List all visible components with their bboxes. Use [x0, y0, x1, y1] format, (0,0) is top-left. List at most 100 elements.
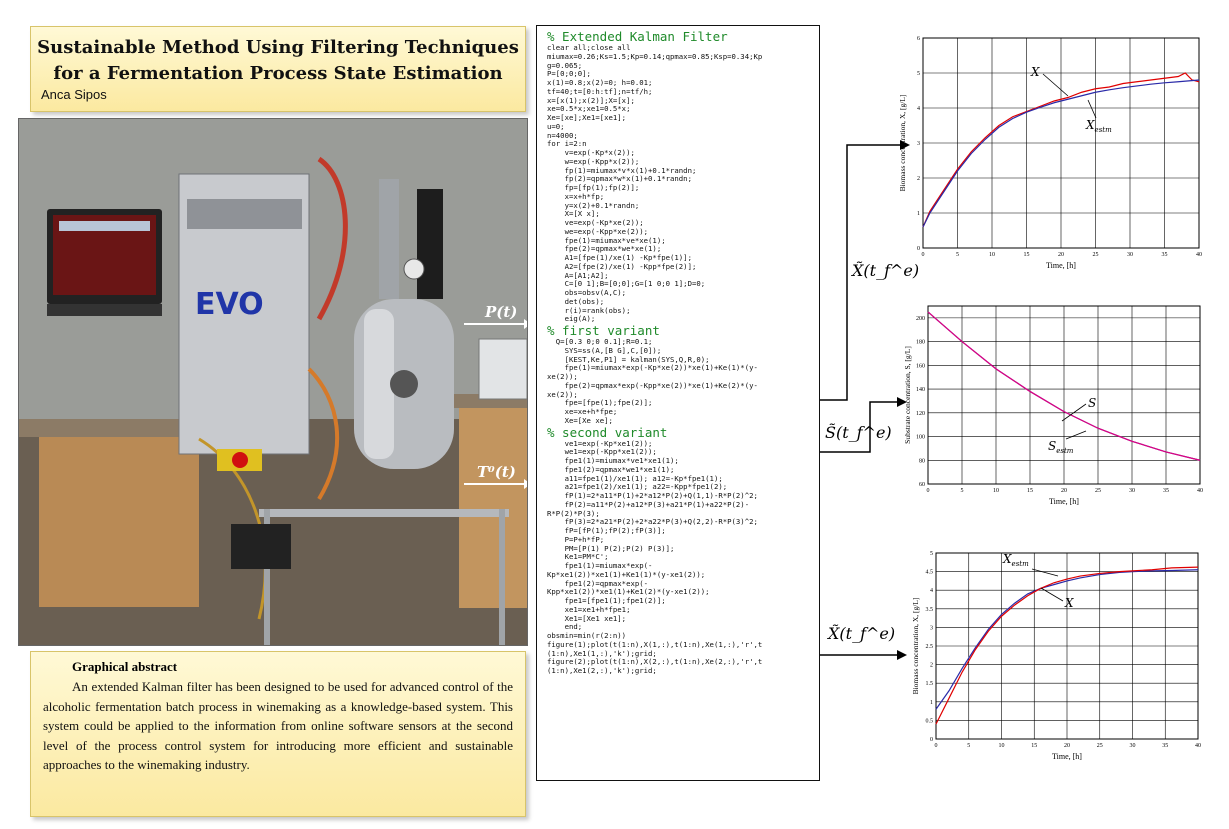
annotation-pointer: [1087, 99, 1097, 119]
series-line-sestm: [927, 311, 1201, 461]
x-tick-label: 20: [1058, 252, 1064, 258]
code-line: fpe(2)=qpmax*we*xe(1);: [547, 244, 662, 254]
x-axis-label: Time, [h]: [1049, 497, 1079, 506]
x-tick-label: 35: [1162, 252, 1168, 258]
y-tick-label: 5: [930, 551, 933, 557]
code-line: figure(1);plot(t(1:n),X(1,:),t(1:n),Xe(1…: [547, 639, 763, 649]
x-tick-label: 25: [1097, 743, 1103, 749]
x-tick-label: 0: [927, 488, 930, 494]
y-tick-label: 3: [917, 141, 920, 147]
code-line: for i=2:n: [547, 139, 587, 149]
y-tick-label: 4.5: [926, 570, 934, 576]
code-line: fP(1)=2*a11*P(1)+2*a12*P(2)+Q(1,1)-R*P(2…: [547, 491, 758, 500]
y-tick-label: 4: [917, 106, 920, 112]
x-tick-label: 25: [1095, 488, 1101, 494]
y-tick-label: 1: [930, 700, 933, 706]
y-tick-label: 0: [930, 737, 933, 743]
arrow-label-s-estimate: S̃(t_f^e): [825, 423, 892, 442]
x-tick-label: 5: [967, 743, 970, 749]
y-tick-label: 2: [917, 176, 920, 182]
code-line: SYS=ss(A,[B G],C,[0]);: [547, 345, 662, 355]
code-line: fpe1(1)=miumax*ve1*xe1(1);: [547, 456, 679, 465]
x-tick-label: 30: [1129, 488, 1135, 494]
pressure-label: P(t): [484, 303, 517, 321]
code-line: u=0;: [547, 121, 565, 131]
code-line: (1:n),Xe1(2,:),'k');grid;: [547, 666, 657, 675]
series-line-x: [922, 72, 1200, 228]
series-annotation: X: [1030, 65, 1040, 79]
code-line: fpe1(2)=qpmax*we1*xe1(1);: [547, 464, 675, 474]
temperature-label: T⁰(t): [477, 463, 516, 481]
y-tick-label: 160: [916, 363, 925, 369]
abstract-box: Graphical abstract An extended Kalman fi…: [30, 651, 526, 817]
code-line: A=[A1;A2];: [547, 270, 609, 280]
code-line: Kp*xe1(2))*xe1(1)+Ke1(1)*(y-xe1(2));: [547, 569, 706, 579]
code-line: Xe1=[Xe1 xe1];: [547, 613, 627, 623]
arrow-label-x-estimate-2: X̃(t_f^e): [828, 624, 896, 643]
y-tick-label: 60: [919, 482, 925, 488]
x-tick-label: 25: [1093, 252, 1099, 258]
code-line: det(obs);: [547, 296, 605, 306]
y-axis-label: Biomass concentration, X, [g/L]: [911, 598, 920, 695]
code-line: fP(3)=2*a21*P(2)+2*a22*P(3)+Q(2,2)-R*P(3…: [547, 517, 758, 527]
x-tick-label: 0: [922, 252, 925, 258]
code-line: fpe=[fpe(1);fpe(2)];: [547, 398, 653, 408]
x-tick-label: 30: [1130, 743, 1136, 749]
code-line: xe(2));: [547, 389, 578, 399]
y-tick-label: 0: [917, 246, 920, 252]
code-line: miumax=0.26;Ks=1.5;Kp=0.14;qpmax=0.85;Ks…: [547, 51, 763, 61]
annotation-pointer: [1042, 73, 1069, 97]
series-annotation: X: [1064, 596, 1074, 610]
code-line: Xe=[Xe xe];: [547, 415, 613, 425]
matlab-code-listing: % Extended Kalman Filter clear all;close…: [536, 25, 820, 781]
x-tick-label: 35: [1162, 743, 1168, 749]
y-tick-label: 3: [930, 625, 933, 631]
x-tick-label: 5: [961, 488, 964, 494]
annotation-pointer: [1031, 568, 1059, 577]
y-tick-label: 4: [930, 588, 933, 594]
title-box: Sustainable Method Using Filtering Techn…: [30, 26, 526, 112]
code-line: we1=exp(-Kpp*xe1(2));: [547, 447, 657, 457]
y-tick-label: 6: [917, 36, 920, 42]
code-line: ve=exp(-Kp*xe(2));: [547, 218, 644, 227]
x-tick-label: 0: [935, 743, 938, 749]
code-line: n=4000;: [547, 130, 578, 140]
x-tick-label: 10: [989, 252, 995, 258]
code-line: Kpp*xe1(2))*xe1(1)+Ke1(2)*(y-xe1(2));: [547, 587, 710, 597]
x-tick-label: 40: [1197, 488, 1203, 494]
series-line-xestm: [922, 79, 1200, 228]
code-section-ekf: % Extended Kalman Filter: [547, 29, 728, 44]
code-line: a21=fpe1(2)/xe1(1); a22=-Kpp*fpe1(2);: [547, 482, 728, 492]
code-line: fp=[fp(1);fp(2)];: [547, 183, 640, 192]
series-line-x: [935, 569, 1199, 710]
annotation-pointer: [1040, 587, 1064, 602]
y-axis-label: Biomass concentration, X, [g/L]: [898, 95, 907, 192]
evo-label: EVO: [195, 287, 264, 322]
series-annotation: S: [1088, 396, 1096, 410]
code-line: g=0.065;: [547, 60, 583, 70]
code-line: a11=fpe1(1)/xe1(1); a12=-Kp*fpe1(1);: [547, 473, 723, 483]
y-tick-label: 2: [930, 663, 933, 669]
code-line: tf=40;t=[0:h:tf];n=tf/h;: [547, 86, 653, 96]
arrow-label-x-estimate: X̃(t_f^e): [852, 261, 920, 280]
code-line: PM=[P(1) P(2);P(2) P(3)];: [547, 543, 675, 553]
code-line: fpe1(1)=miumax*exp(-: [547, 561, 653, 570]
code-line: w=exp(-Kpp*x(2));: [547, 156, 640, 166]
code-line: Xe=[xe];Xe1=[xe1];: [547, 113, 627, 122]
code-line: clear all;close all: [547, 43, 631, 52]
x-tick-label: 20: [1061, 488, 1067, 494]
code-line: fpe(1)=miumax*ve*xe(1);: [547, 235, 666, 245]
y-tick-label: 100: [916, 435, 925, 441]
code-section-first-variant: % first variant: [547, 323, 660, 338]
annotation-pointer: [1061, 403, 1087, 422]
code-line: xe=xe+h*fpe;: [547, 407, 618, 416]
author-name: Anca Sipos: [41, 87, 107, 102]
x-tick-label: 15: [1031, 743, 1037, 749]
code-line: obsmin=min(r(2:n)): [547, 631, 627, 640]
code-line: fP=[fP(1);fP(2);fP(3)];: [547, 526, 666, 535]
code-line: X=[X x];: [547, 209, 600, 219]
